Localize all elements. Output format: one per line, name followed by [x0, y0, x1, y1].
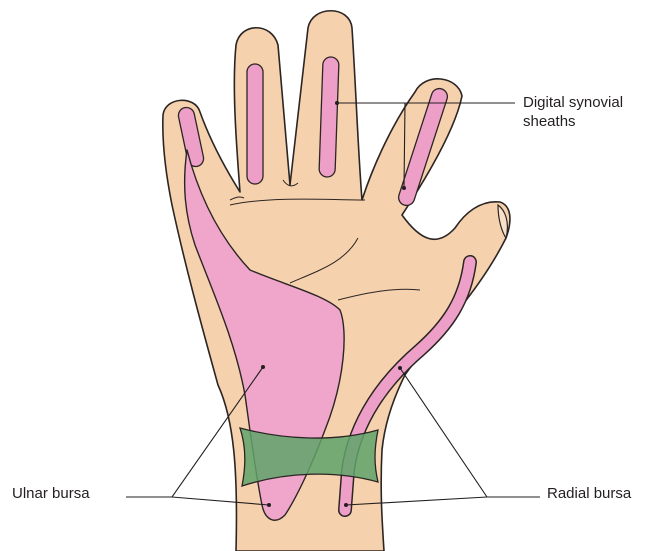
radial-bursa-label: Radial bursa	[547, 484, 631, 503]
leader-dot	[398, 366, 402, 370]
leader-dot	[261, 365, 265, 369]
leader-dot	[344, 503, 348, 507]
digital-synovial-sheaths-label: Digital synovial sheaths	[523, 93, 623, 131]
digital-label-line2: sheaths	[523, 112, 623, 131]
radial-bursa-leader	[400, 368, 540, 497]
ulnar-bursa-label: Ulnar bursa	[12, 484, 90, 503]
digital-label-line1: Digital synovial	[523, 93, 623, 112]
sheath-middle-finger	[319, 57, 339, 177]
leader-dot	[335, 101, 339, 105]
sheath-ring-finger	[247, 64, 263, 184]
leader-dot	[267, 503, 271, 507]
leader-dot	[402, 186, 406, 190]
